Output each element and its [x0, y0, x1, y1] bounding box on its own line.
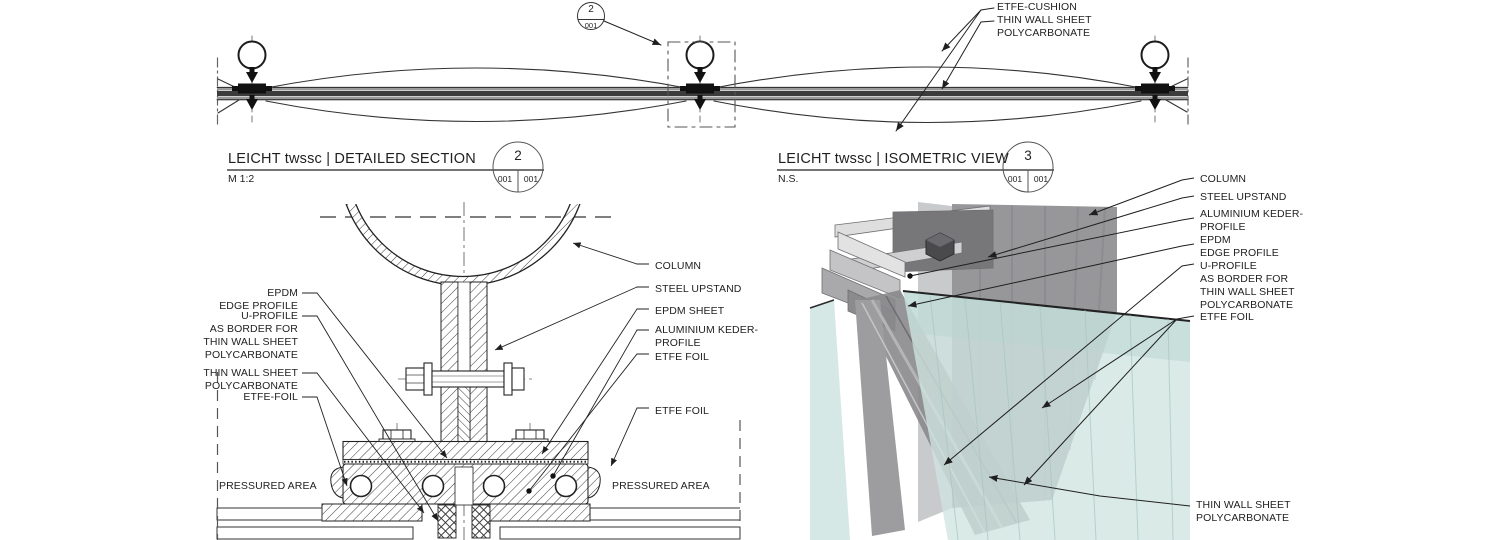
- label-epdm-sheet: EPDM SHEET: [655, 305, 725, 317]
- cross-hatch-block-left: [437, 504, 457, 539]
- epdm-edge-profile-right: [587, 466, 601, 499]
- section-titleblock: [227, 141, 544, 193]
- clamp-assembly: [216, 423, 741, 540]
- label-iso-epdm-edge: EPDM EDGE PROFILE: [1200, 234, 1279, 259]
- isometric-bubble-left: 001: [1007, 174, 1023, 184]
- keder-channel: [482, 474, 506, 498]
- detail-callout: [577, 2, 736, 128]
- detailed-section-drawing: [216, 202, 741, 540]
- keder-channel: [554, 474, 578, 498]
- label-etfe-foil-lower: ETFE FOIL: [655, 405, 709, 417]
- section-title: LEICHT twssc | DETAILED SECTION: [228, 151, 476, 167]
- overview-section: [216, 2, 1189, 132]
- thin-wall-sheet-left: [216, 507, 323, 521]
- keder-channel: [349, 474, 373, 498]
- label-steel-upstand-section: STEEL UPSTAND: [655, 283, 742, 295]
- label-iso-alu-keder: ALUMINIUM KEDER- PROFILE: [1200, 208, 1304, 233]
- section-scale: M 1:2: [228, 173, 255, 185]
- label-epdm-edge-profile: EPDM EDGE PROFILE: [219, 287, 298, 312]
- label-thin-wall-overview: THIN WALL SHEET POLYCARBONATE: [997, 14, 1092, 39]
- isometric-scale: N.S.: [778, 173, 799, 185]
- lower-plate-right: [479, 503, 591, 522]
- section-leaders-right: [494, 242, 649, 494]
- isometric-titleblock: [777, 141, 1054, 193]
- label-iso-etfe-foil: ETFE FOIL: [1200, 311, 1254, 323]
- overview-leaders: [895, 7, 995, 132]
- section-bubble-number: 2: [514, 148, 522, 163]
- section-bubble-left: 001: [497, 174, 513, 184]
- cross-hatch-block-right: [471, 504, 491, 539]
- label-alu-keder-section: ALUMINIUM KEDER- PROFILE: [655, 324, 759, 349]
- upstand-bolt: [398, 362, 532, 396]
- isometric-title: LEICHT twssc | ISOMETRIC VIEW: [778, 151, 1009, 167]
- iso-leaders: [907, 177, 1195, 507]
- isometric-drawing: [809, 177, 1195, 540]
- section-leaders-left: [302, 292, 448, 522]
- callout-number: 2: [588, 4, 594, 15]
- isometric-bubble-number: 3: [1024, 148, 1032, 163]
- label-iso-steel-upstand: STEEL UPSTAND: [1200, 191, 1287, 203]
- lower-sheet-left: [216, 526, 414, 540]
- label-iso-u-profile: U-PROFILE AS BORDER FOR THIN WALL SHEET …: [1200, 260, 1295, 311]
- etfe-cushion-arcs: [217, 66, 1188, 124]
- keder-channel: [421, 474, 445, 498]
- iso-profile-stack: [821, 205, 994, 332]
- label-thin-wall-sheet: THIN WALL SHEET POLYCARBONATE: [203, 367, 298, 392]
- label-u-profile: U-PROFILE AS BORDER FOR THIN WALL SHEET …: [203, 310, 298, 361]
- iso-etfe-top-edge: [902, 290, 1191, 322]
- iso-etfe-panel-band: [903, 291, 1190, 362]
- central-channel: [454, 466, 474, 506]
- label-iso-thin-wall: THIN WALL SHEET POLYCARBONATE: [1196, 499, 1291, 524]
- column-node-left: [232, 35, 272, 123]
- callout-sheet: 001: [584, 21, 598, 30]
- label-etfe-foil-left: ETFE-FOIL: [243, 391, 298, 403]
- label-column-section: COLUMN: [655, 260, 702, 272]
- iso-etfe-panel-left: [810, 300, 850, 540]
- column-node-right: [1135, 35, 1175, 123]
- clamp-bolt-left: [378, 423, 416, 449]
- epdm-edge-profile-left: [330, 466, 344, 499]
- lower-plate-left: [321, 503, 423, 522]
- column-node-middle: [680, 35, 720, 123]
- label-pressured-area-right: PRESSURED AREA: [612, 480, 710, 492]
- label-pressured-area-left: PRESSURED AREA: [219, 480, 317, 492]
- section-bubble-right: 001: [523, 174, 539, 184]
- iso-hex-bolt-facet: [926, 233, 954, 247]
- clamp-top-plate: [342, 440, 589, 461]
- label-etfe-cushion: ETFE-CUSHION: [997, 1, 1077, 13]
- label-etfe-foil-upper: ETFE FOIL: [655, 351, 709, 363]
- label-iso-column: COLUMN: [1200, 173, 1247, 185]
- lower-sheet-right: [499, 526, 741, 540]
- isometric-bubble-right: 001: [1033, 174, 1049, 184]
- clamp-bolt-right: [511, 423, 549, 449]
